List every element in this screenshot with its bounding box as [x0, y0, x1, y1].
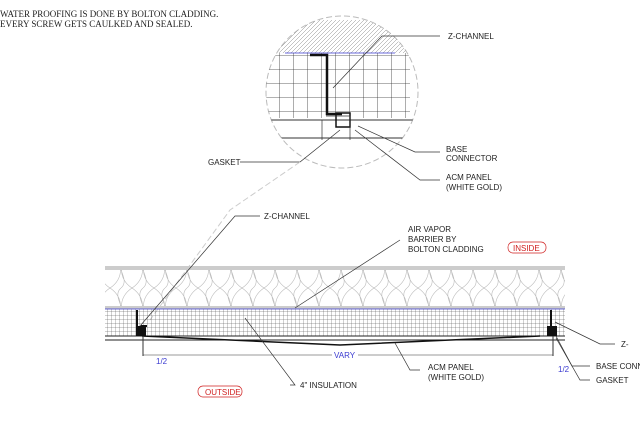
- label-z-right: Z-: [621, 340, 629, 349]
- dimension-vary: VARY: [334, 351, 356, 360]
- label-inside: INSIDE: [513, 244, 540, 253]
- label-air-vapor-3: BOLTON CLADDING: [408, 245, 484, 254]
- label-acm-panel-section-2: (WHITE GOLD): [428, 373, 484, 382]
- label-base-connector-2: CONNECTOR: [446, 154, 498, 163]
- label-air-vapor-2: BARRIER BY: [408, 235, 457, 244]
- enlarged-detail: [265, 15, 419, 169]
- wall-section: [105, 266, 565, 356]
- label-gasket-right: GASKET: [596, 376, 629, 385]
- label-outside: OUTSIDE: [205, 388, 241, 397]
- label-air-vapor-1: AIR VAPOR: [408, 225, 451, 234]
- label-z-channel-detail: Z-CHANNEL: [448, 32, 494, 41]
- label-acm-panel-detail-2: (WHITE GOLD): [446, 183, 502, 192]
- label-acm-panel-detail-1: ACM PANEL: [446, 173, 492, 182]
- inside-tag: [507, 241, 547, 254]
- dimension-half-right: 1/2: [558, 365, 570, 374]
- note-screw: EVERY SCREW GETS CAULKED AND SEALED.: [0, 19, 193, 29]
- dimension-half-left: 1/2: [156, 357, 168, 366]
- label-z-channel-section: Z-CHANNEL: [264, 212, 310, 221]
- note-waterproofing: WATER PROOFING IS DONE BY BOLTON CLADDIN…: [0, 9, 219, 19]
- label-base-connector-1: BASE: [446, 145, 467, 154]
- outside-tag: [197, 385, 243, 398]
- label-insulation: 4" INSULATION: [300, 381, 357, 390]
- label-acm-panel-section-1: ACM PANEL: [428, 363, 474, 372]
- label-base-conn-right: BASE CONN: [596, 362, 640, 371]
- label-gasket-detail: GASKET: [208, 158, 241, 167]
